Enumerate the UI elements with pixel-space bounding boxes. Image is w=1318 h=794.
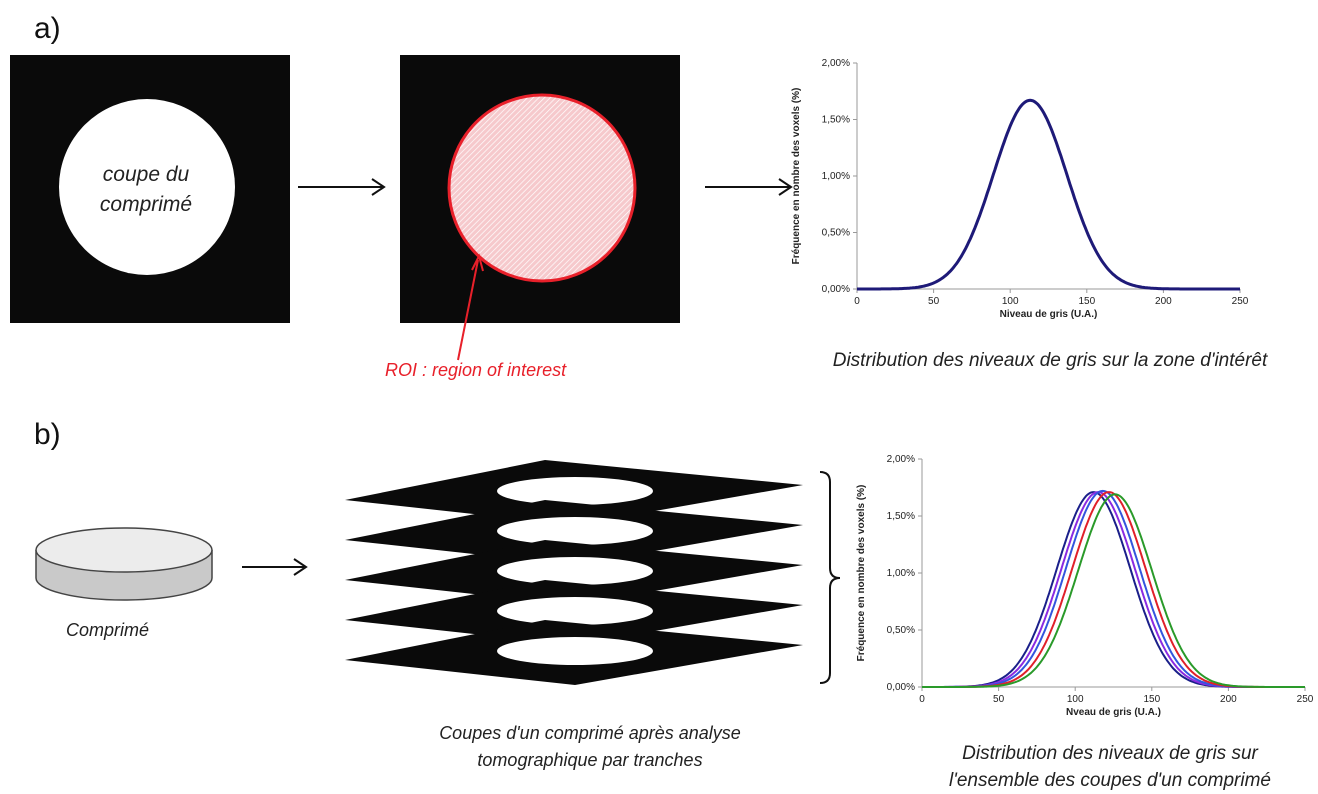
chart-b-caption-line2: l'ensemble des coupes d'un comprimé [949,770,1271,791]
arrow-icon [298,178,386,196]
x-tick-label: 250 [1232,296,1249,307]
slice-layer-2 [345,500,803,565]
x-tick-label: 150 [1143,694,1160,705]
slice-layer-1 [345,460,803,525]
chart-a: 0,00% 0,50% 1,00% 1,50% 2,00% 0 50 100 150 200 250… [791,58,1249,320]
y-tick-label: 0,50% [822,228,850,239]
chart-b: 0,00% 0,50% 1,00% 1,50% 2,00% 0 50 100 150 200 250… [856,454,1314,718]
slice-layer-5 [345,620,803,685]
y-axis-label: Fréquence en nombre des voxels (%) [856,485,867,662]
arrow-icon [705,178,793,196]
slice-text-line2: comprimé [99,193,193,216]
x-tick-label: 50 [993,694,1005,705]
x-tick-label: 50 [928,296,940,307]
x-tick-label: 200 [1155,296,1172,307]
x-tick-label: 100 [1067,694,1084,705]
y-tick-label: 1,50% [822,115,850,126]
tablet-icon [35,527,213,601]
x-axis-label: Niveau de gris (U.A.) [1000,309,1098,320]
y-tick-label: 1,00% [822,171,850,182]
y-axis-label: Fréquence en nombre des voxels (%) [791,88,802,265]
slice-text-line1: coupe du [102,163,190,186]
x-axis-label: Nveau de gris (U.A.) [1066,707,1161,718]
y-tick-label: 0,00% [887,682,915,693]
y-tick-label: 1,00% [887,568,915,579]
panel-a-label: a) [34,12,61,45]
y-tick-label: 2,00% [887,454,915,465]
roi-image [400,55,680,323]
y-tick-label: 1,50% [887,511,915,522]
slices-caption-line2: tomographique par tranches [477,750,703,770]
roi-pointer-arrow [457,253,484,361]
series-line [857,98,1240,291]
y-tick-label: 0,50% [887,625,915,636]
series-line [922,493,1305,688]
tablet-label: Comprimé [66,620,150,640]
series-line [922,491,1305,688]
x-tick-label: 0 [919,694,925,705]
y-tick-label: 2,00% [822,58,850,69]
x-tick-label: 150 [1078,296,1095,307]
x-tick-label: 200 [1220,694,1237,705]
y-tick-label: 0,00% [822,284,850,295]
slice-image [10,55,290,323]
slice-text: coupe du comprimé [60,160,232,220]
chart-b-caption-line1: Distribution des niveaux de gris sur [962,743,1258,764]
roi-label: ROI : region of interest [385,360,567,380]
panel-b-label: b) [34,418,61,451]
chart-a-caption: Distribution des niveaux de gris sur la … [832,350,1268,371]
x-tick-label: 0 [854,296,860,307]
x-tick-label: 100 [1002,296,1019,307]
chart-b-caption: Distribution des niveaux de gris sur l'e… [900,740,1318,794]
bracket-icon [819,471,841,684]
arrow-icon [242,558,308,576]
slice-layer-4 [345,580,803,645]
x-tick-label: 250 [1297,694,1314,705]
slice-layer-3 [345,540,803,605]
slices-caption: Coupes d'un comprimé après analyse tomog… [380,720,800,774]
slices-stack [345,460,803,685]
slices-caption-line1: Coupes d'un comprimé après analyse [439,723,741,743]
